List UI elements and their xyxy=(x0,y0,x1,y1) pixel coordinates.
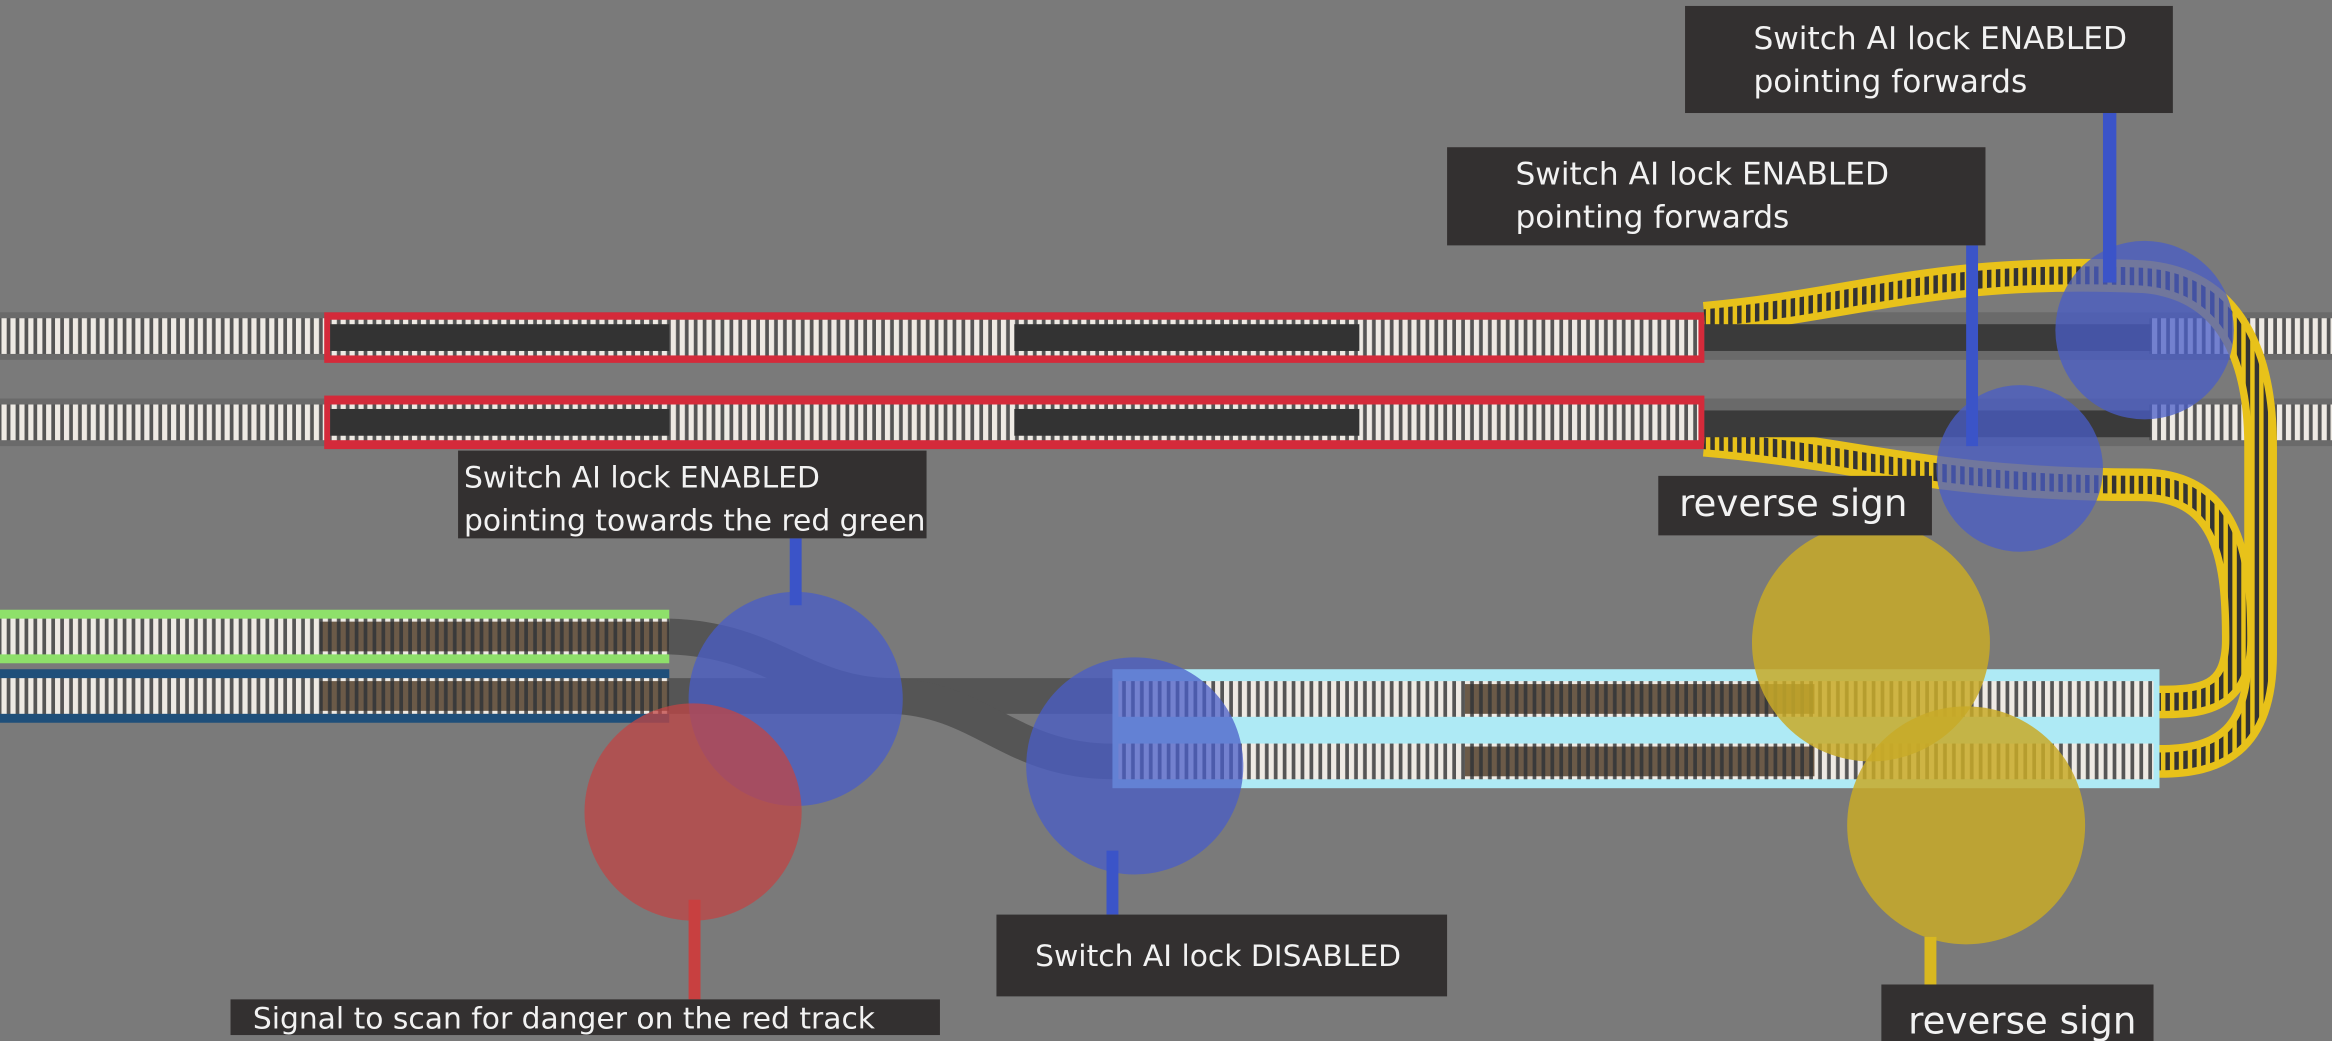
label-disabled-switch: Switch AI lock DISABLED xyxy=(996,914,1448,997)
label-signal: Signal to scan for danger on the red tra… xyxy=(230,999,940,1037)
label-top-middle: Switch AI lock ENABLED pointing forwards xyxy=(1447,147,1986,246)
label-reverse-sign-upper: reverse sign xyxy=(1658,475,1932,536)
callout-lines xyxy=(688,113,2117,1000)
svg-text:pointing forwards: pointing forwards xyxy=(1516,200,1790,236)
svg-text:Signal to scan for danger on t: Signal to scan for danger on the red tra… xyxy=(253,1002,876,1037)
reverse-sign-marker-upper xyxy=(1751,523,1990,762)
label-reverse-sign-lower: reverse sign xyxy=(1881,984,2154,1041)
svg-text:Switch AI lock ENABLED: Switch AI lock ENABLED xyxy=(1516,156,1890,192)
blue-block-section xyxy=(0,669,670,723)
green-block-section xyxy=(0,609,670,664)
svg-text:pointing forwards: pointing forwards xyxy=(1753,64,2027,100)
switch-marker-disabled xyxy=(1026,657,1244,875)
red-block-section xyxy=(324,312,1705,450)
label-left-switch: Switch AI lock ENABLED pointing towards … xyxy=(458,450,927,538)
svg-text:Switch AI lock ENABLED: Switch AI lock ENABLED xyxy=(464,460,820,495)
switch-marker-top-right xyxy=(2055,240,2234,420)
svg-text:reverse sign: reverse sign xyxy=(1908,999,2136,1041)
svg-text:reverse sign: reverse sign xyxy=(1679,481,1907,525)
svg-text:Switch AI lock DISABLED: Switch AI lock DISABLED xyxy=(1035,939,1401,974)
label-top-right: Switch AI lock ENABLED pointing forwards xyxy=(1685,5,2173,114)
svg-text:pointing towards the red green: pointing towards the red green xyxy=(464,503,926,538)
signal-marker xyxy=(584,703,802,921)
svg-text:Switch AI lock ENABLED: Switch AI lock ENABLED xyxy=(1753,21,2127,57)
reverse-sign-marker-lower xyxy=(1847,706,2086,945)
switch-marker-top-middle xyxy=(1936,385,2103,552)
